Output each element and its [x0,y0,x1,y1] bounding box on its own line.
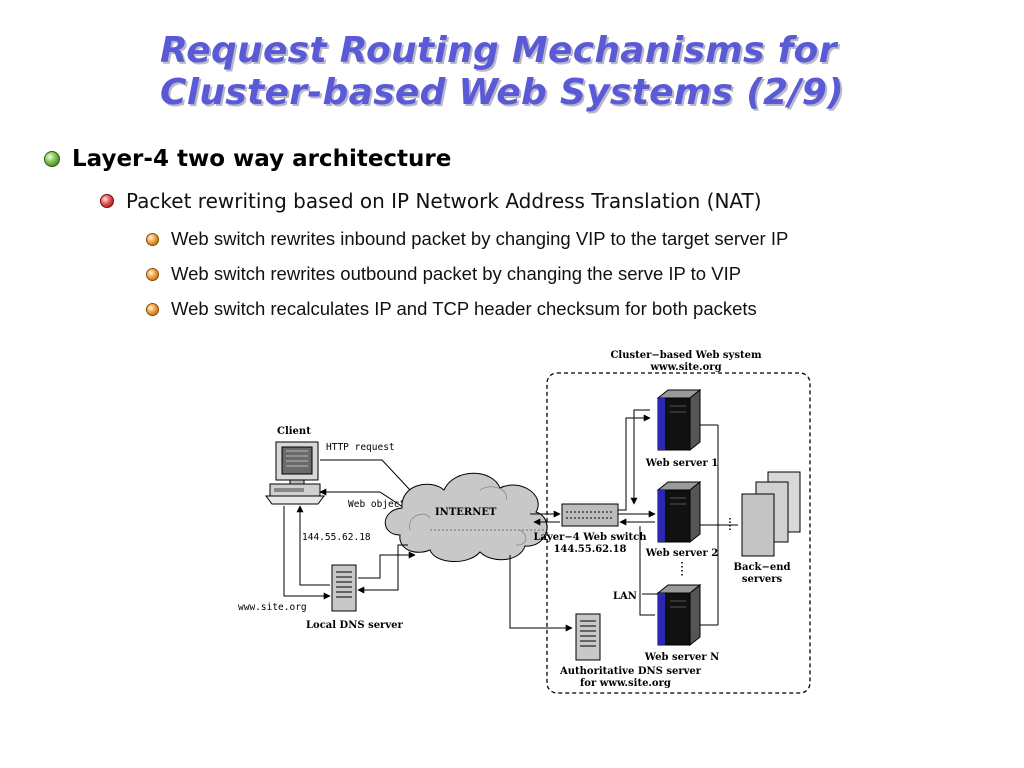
auth-dns-label-line1: Authoritative DNS server [559,666,702,677]
title-line-2: Cluster-based Web Systems (2/9) [160,72,844,113]
bullet-level3-text: Web switch rewrites outbound packet by c… [171,263,742,284]
layer4-switch-icon [561,503,619,527]
switch-to-server1-arrow [618,414,651,511]
bullet-level2-text: Packet rewriting based on IP Network Add… [126,189,762,213]
internet-to-auth-dns-arrow [509,555,573,632]
client-to-dns-arrow [283,506,331,600]
http-request-label: HTTP request [326,442,395,453]
web-server-2-icon [656,480,702,544]
switch-ip-label: 144.55.62.18 [553,544,626,555]
slide-title: Request Routing Mechanisms for Cluster-b… [160,30,844,114]
cluster-title: Cluster−based Web system [610,350,762,361]
red-bullet-icon [100,194,114,208]
web-server-1-icon [656,388,702,452]
server1-to-switch-arrow [630,409,650,505]
bullet-level1-text: Layer-4 two way architecture [72,146,452,172]
cluster-site: www.site.org [649,362,721,373]
local-dns-server-icon [331,564,357,612]
bullet-level3-text: Web switch rewrites inbound packet by ch… [171,228,789,249]
switch-to-serverN-line [639,526,655,616]
dns-to-client-arrow [296,505,330,586]
server2-label: Web server 2 [645,548,718,559]
orange-bullet-icon [146,232,159,246]
bullet-level1: Layer-4 two way architecture [44,146,451,172]
architecture-diagram: Cluster−based Web system www.site.org Cl… [238,350,811,694]
site-query-label: www.site.org [238,602,307,613]
backend-label-line2: servers [742,574,783,585]
backend-label-line1: Back−end [734,562,791,573]
bullet-level2: Packet rewriting based on IP Network Add… [100,189,762,213]
server1-label: Web server 1 [645,458,718,469]
backend-servers-icon [741,471,801,557]
cluster-boundary [546,372,811,694]
internet-cloud-icon [384,472,548,563]
serverN-label: Web server N [644,652,720,663]
client-computer-icon [265,441,325,505]
bullet-level3-2: Web switch rewrites outbound packet by c… [146,263,741,285]
dns-to-internet-arrow [358,551,416,579]
switch-label: Layer−4 Web switch [533,532,647,543]
client-ip-label: 144.55.62.18 [302,532,371,543]
web-object-label: Web object [348,499,405,510]
local-dns-label: Local DNS server [306,620,403,631]
orange-bullet-icon [146,302,159,316]
client-label: Client [277,426,311,437]
bullet-level3-text: Web switch recalculates IP and TCP heade… [171,298,757,319]
internet-label: INTERNET [435,507,497,518]
web-server-n-icon [656,583,702,647]
bullet-level3-1: Web switch rewrites inbound packet by ch… [146,228,788,250]
title-line-1: Request Routing Mechanisms for [160,30,837,71]
lan-label: LAN [613,591,637,602]
bullet-level3-3: Web switch recalculates IP and TCP heade… [146,298,757,320]
orange-bullet-icon [146,267,159,281]
green-bullet-icon [44,151,60,167]
authoritative-dns-server-icon [575,613,601,661]
internet-to-dns-arrow [357,544,408,594]
auth-dns-label-line2: for www.site.org [580,678,671,689]
